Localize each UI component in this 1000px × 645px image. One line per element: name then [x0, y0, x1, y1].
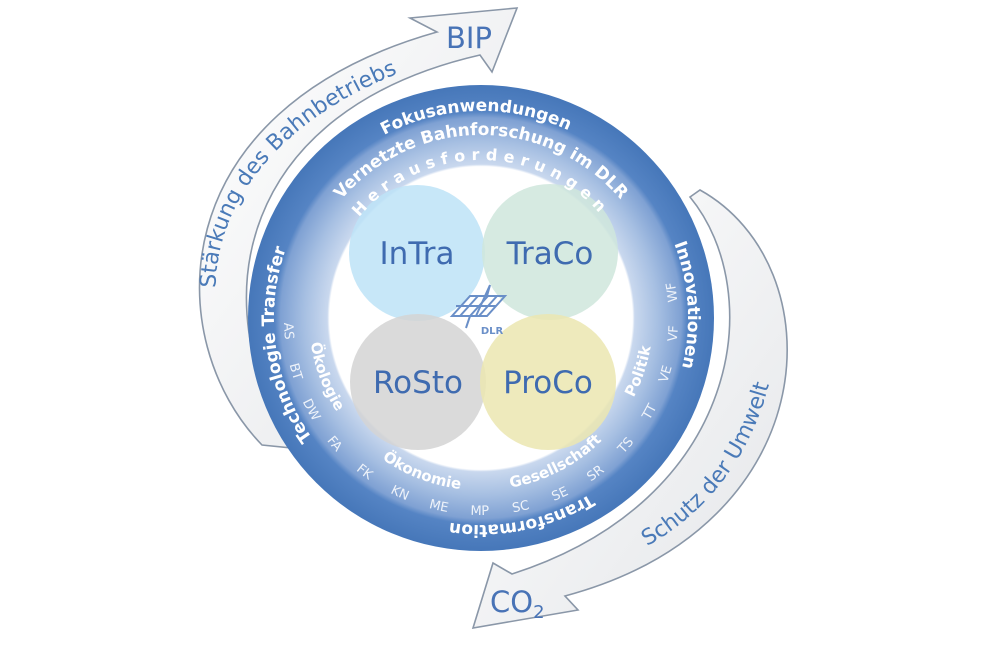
co2-subscript: 2: [533, 602, 544, 623]
circle-intra: [349, 185, 485, 321]
circle-rosto: [350, 314, 486, 450]
abbreviation-wf: WF: [664, 281, 682, 303]
abbreviation-vf: VF: [666, 325, 682, 342]
circle-proco: [480, 314, 616, 450]
ring-disc: [248, 85, 714, 551]
abbreviation-as: AS: [280, 322, 296, 340]
abbreviation-mp: MP: [470, 504, 489, 519]
co2-main: CO: [490, 585, 533, 619]
bip-label: BIP: [446, 21, 492, 55]
abbreviation-sc: SC: [511, 498, 531, 516]
abbreviation-se: SE: [550, 484, 571, 504]
abbreviation-me: ME: [428, 497, 450, 516]
abbreviation-bt: BT: [286, 362, 305, 382]
circle-label-traco: TraCo: [506, 236, 594, 272]
co2-label: CO2: [490, 585, 545, 623]
circle-traco: [482, 184, 618, 320]
arrow-shape: [198, 7, 519, 449]
focus-circles: InTra TraCo RoSto ProCo: [349, 184, 618, 450]
circle-label-proco: ProCo: [503, 365, 593, 401]
dlr-logo: DLR: [449, 284, 508, 337]
abbreviation-kn: KN: [388, 483, 411, 504]
abbreviation-ve: VE: [656, 364, 675, 385]
dlr-logo-text: DLR: [481, 326, 504, 337]
arrow-shape: [471, 189, 788, 630]
circle-label-intra: InTra: [380, 236, 455, 272]
circle-label-rosto: RoSto: [373, 365, 463, 401]
